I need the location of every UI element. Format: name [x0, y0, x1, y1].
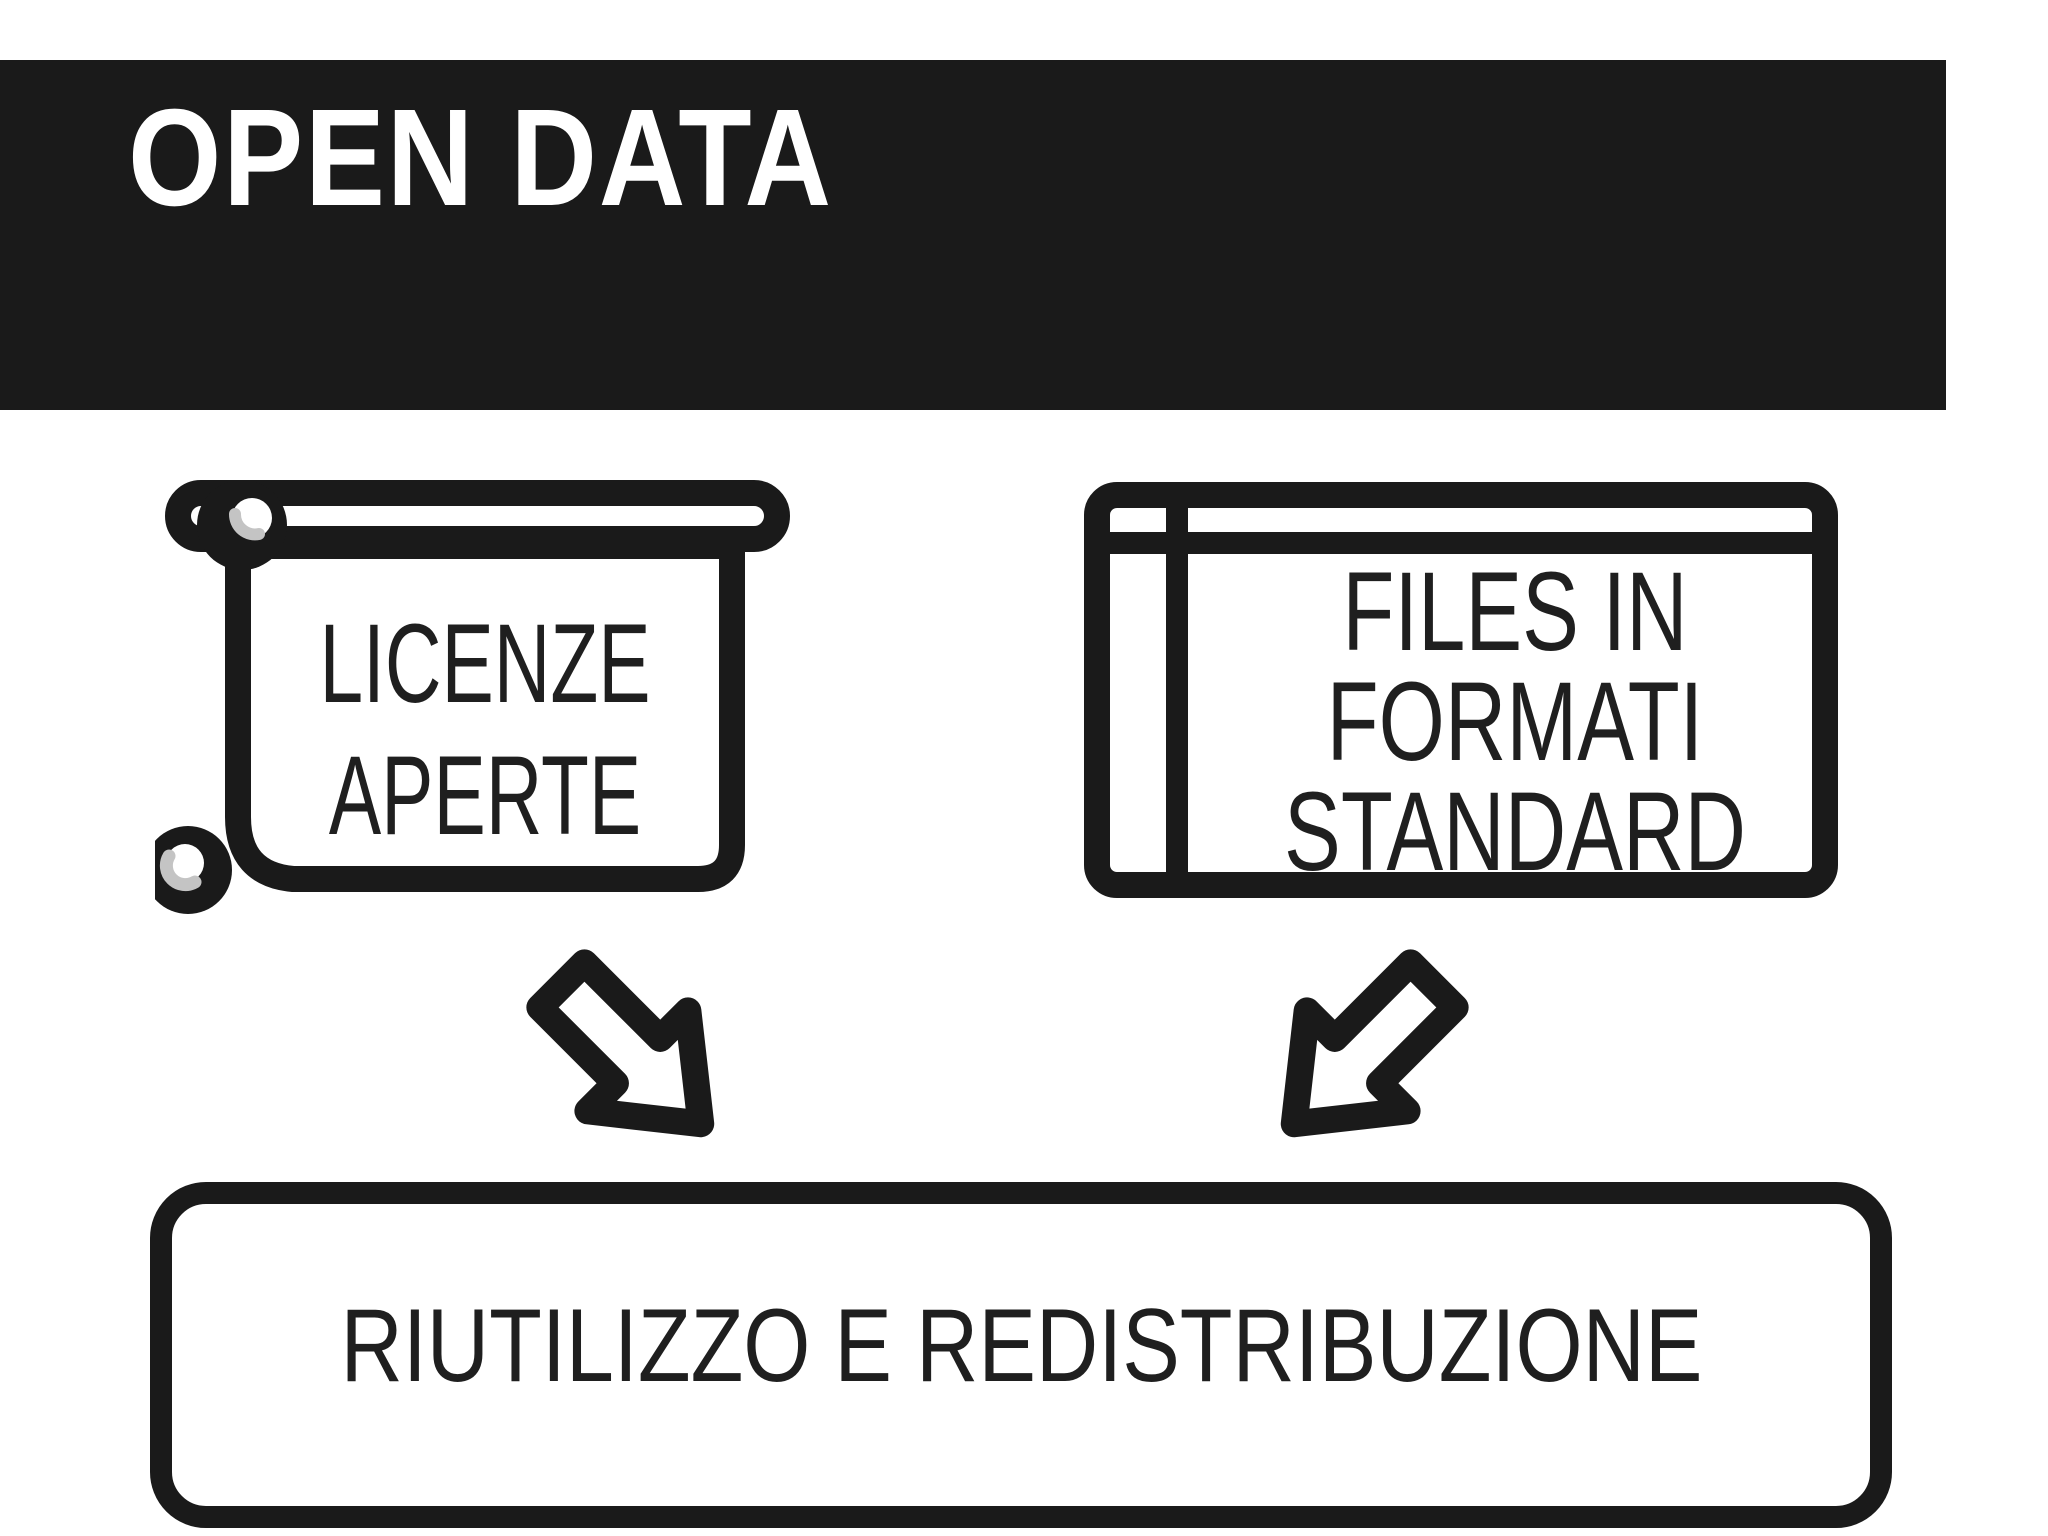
scroll-icon — [155, 480, 790, 914]
left-node-line-2: APERTE — [328, 733, 642, 858]
left-node-line-1: LICENZE — [319, 600, 651, 726]
right-node-line-1: FILES IN — [1342, 549, 1688, 675]
arrow-down-left-icon — [1280, 949, 1469, 1138]
spreadsheet-icon — [1084, 482, 1838, 898]
page-title: OPEN DATA — [128, 81, 833, 235]
right-node-line-2: FORMATI — [1326, 659, 1704, 785]
scroll-page — [225, 533, 745, 892]
arrow-down-right-icon — [526, 949, 715, 1138]
result-node-label: RIUTILIZZO E REDISTRIBUZIONE — [339, 1288, 1703, 1404]
result-node: RIUTILIZZO E REDISTRIBUZIONE — [150, 1182, 1892, 1528]
right-node-line-3: STANDARD — [1284, 768, 1746, 894]
right-node-label: FILES IN FORMATI STANDARD — [1279, 549, 1750, 894]
scroll-top-curl — [197, 480, 287, 570]
left-node-label: LICENZE APERTE — [314, 575, 657, 885]
header-bar: OPEN DATA — [0, 60, 1946, 410]
scroll-bottom-curl — [155, 826, 232, 914]
